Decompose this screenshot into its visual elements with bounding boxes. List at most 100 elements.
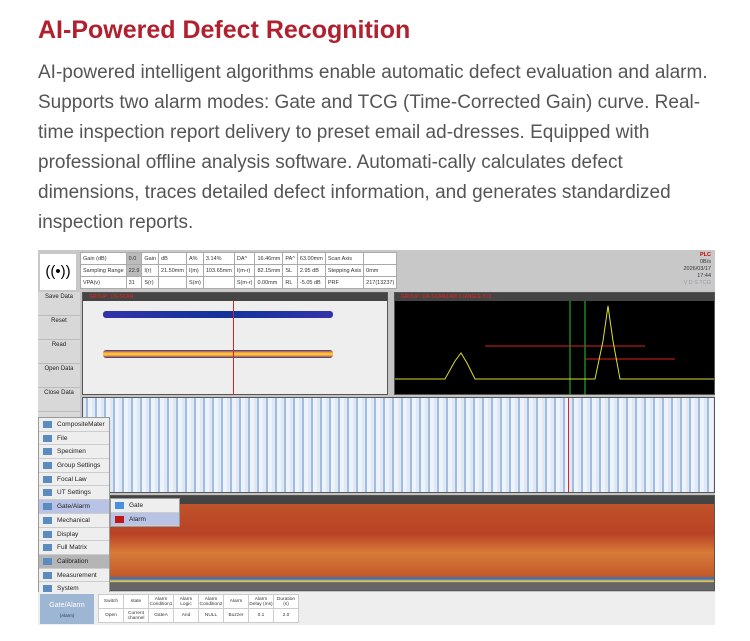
- signal-icon[interactable]: ((•)): [40, 254, 76, 290]
- alarm-header: Alarm Condition1: [148, 594, 174, 609]
- menu-item-display[interactable]: Display: [39, 528, 109, 542]
- menu-item-compositemater[interactable]: CompositeMater: [39, 418, 109, 432]
- reset-button[interactable]: Reset: [38, 316, 80, 340]
- menu-item-specimen[interactable]: Specimen: [39, 445, 109, 460]
- alarm-value-field[interactable]: GateA: [148, 608, 174, 623]
- param-cell: 2.95 dB: [296, 264, 326, 277]
- c-scan-panel[interactable]: [82, 397, 715, 493]
- param-cell: 0.00mm: [254, 276, 284, 289]
- param-cell: S(m): [185, 276, 204, 289]
- close-data-button[interactable]: Close Data: [38, 388, 80, 412]
- panel-title: GROUP: 1/A-SCAN/LAW 0 (ANGLE 0.0): [395, 293, 714, 301]
- alarm-header: Alarm: [223, 594, 249, 609]
- date: 2026/03/17: [683, 266, 711, 272]
- param-cell: Gain: [141, 252, 160, 265]
- param-cell: 3.14%: [202, 252, 235, 265]
- param-cell: PA^: [282, 252, 298, 265]
- alarm-value-field[interactable]: And: [173, 608, 199, 623]
- a-scan-waveform: [395, 301, 714, 395]
- a-scan-panel[interactable]: GROUP: 1/A-SCAN/LAW 0 (ANGLE 0.0): [394, 292, 715, 395]
- param-cell[interactable]: 22.9: [125, 264, 143, 277]
- param-cell: 217(13237): [363, 276, 398, 289]
- param-cell: Stepping Axis: [324, 264, 365, 277]
- param-cell: I(m-r): [233, 264, 256, 277]
- gate-alarm-section[interactable]: Gate/Alarm (Alarm): [40, 594, 94, 624]
- menu-item-ut-settings[interactable]: UT Settings: [39, 486, 109, 501]
- menu-item-focal-law[interactable]: Focal Law: [39, 473, 109, 487]
- param-cell: 21.50mm: [158, 264, 187, 277]
- time: 17:44: [697, 273, 711, 279]
- menu-item-full-matrix[interactable]: Full Matrix: [39, 541, 109, 555]
- alarm-value-field[interactable]: Current channel: [123, 608, 149, 623]
- section-sub: (Alarm): [59, 613, 75, 618]
- param-cell: SL: [282, 264, 298, 277]
- param-cell: Sampling Range: [80, 264, 127, 277]
- param-cell: 82.15mm: [254, 264, 284, 277]
- alarm-value-field[interactable]: Open: [98, 608, 124, 623]
- open-data-button[interactable]: Open Data: [38, 364, 80, 388]
- param-cell: S(r): [141, 276, 160, 289]
- save-data-button[interactable]: Save Data: [38, 292, 80, 316]
- alarm-value-field[interactable]: 0.1: [248, 608, 274, 623]
- param-cell: VPA(v): [80, 276, 127, 289]
- alarm-header: Alarm Logic: [173, 594, 199, 609]
- param-cell: [158, 276, 187, 289]
- param-cell: [363, 252, 398, 265]
- submenu-alarm[interactable]: Alarm: [111, 512, 179, 527]
- param-cell: S(m-r): [233, 276, 256, 289]
- param-cell: [202, 276, 235, 289]
- mode: V D S TCG: [683, 280, 711, 286]
- menu-item-gate-alarm[interactable]: Gate/Alarm: [39, 500, 109, 514]
- submenu-gate[interactable]: Gate: [111, 499, 179, 513]
- menu-item-group-settings[interactable]: Group Settings: [39, 459, 109, 473]
- alarm-value-field[interactable]: Buzzer: [223, 608, 249, 623]
- plc-label: PLC: [700, 252, 711, 258]
- alarm-header: Alarm Condition2: [198, 594, 224, 609]
- param-cell: Gain (dB): [80, 252, 127, 265]
- read-button[interactable]: Read: [38, 340, 80, 364]
- param-cell: -5.05 dB: [296, 276, 326, 289]
- menu-item-mechanical[interactable]: Mechanical: [39, 514, 109, 528]
- gate-alarm-submenu: Gate Alarm: [110, 498, 180, 528]
- param-cell: Scan Axis: [324, 252, 365, 265]
- alarm-header: state: [123, 594, 149, 609]
- param-cell: A%: [185, 252, 204, 265]
- param-cell: 63.00mm: [296, 252, 326, 265]
- alarm-header: Switch: [98, 594, 124, 609]
- alarm-value-field[interactable]: 2.0: [273, 608, 299, 623]
- param-cell: RL: [282, 276, 298, 289]
- toolbar: Save Data Reset Read Open Data Close Dat…: [38, 292, 80, 417]
- menu-item-measurement[interactable]: Measurement: [39, 569, 109, 583]
- menu-item-file[interactable]: File: [39, 432, 109, 446]
- alarm-header: Duration (s): [273, 594, 299, 609]
- alarm-value-field[interactable]: NULL: [198, 608, 224, 623]
- b-scan-panel[interactable]: [82, 495, 715, 591]
- param-cell: dB: [158, 252, 187, 265]
- param-cell[interactable]: 0.0: [125, 252, 143, 265]
- page-title: AI-Powered Defect Recognition: [38, 16, 411, 44]
- param-cell: 16.46mm: [254, 252, 284, 265]
- param-cell: I(r): [141, 264, 160, 277]
- s-scan-panel[interactable]: GROUP: 1/S-SCAN: [82, 292, 388, 395]
- status-panel: PLC 0B/s 2026/03/17 17:44 V D S TCG: [683, 252, 711, 287]
- menu-item-calibration[interactable]: Calibration: [39, 554, 109, 569]
- param-cell[interactable]: 31: [125, 276, 143, 289]
- param-cell: PRF: [324, 276, 365, 289]
- param-cell: 103.65mm: [202, 264, 235, 277]
- param-cell: I(m): [185, 264, 204, 277]
- panel-title: GROUP: 1/S-SCAN: [83, 293, 387, 301]
- param-cell: DA^: [233, 252, 256, 265]
- alarm-header: Alarm Delay (ms): [248, 594, 274, 609]
- description: AI-powered intelligent algorithms enable…: [38, 62, 708, 233]
- section-label: Gate/Alarm: [49, 602, 85, 609]
- param-cell: 0mm: [363, 264, 398, 277]
